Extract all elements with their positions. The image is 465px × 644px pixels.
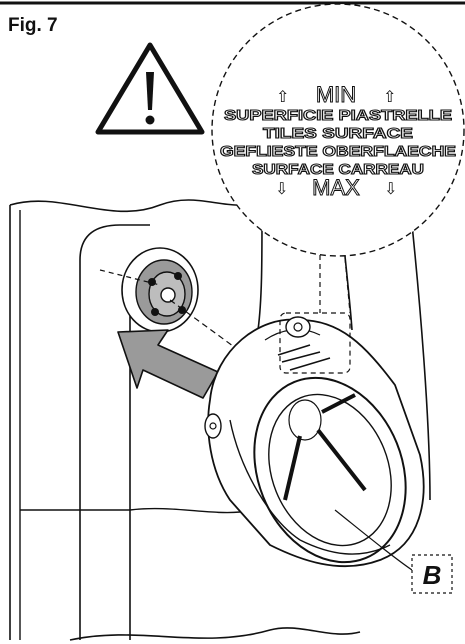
min-label: MIN (316, 82, 356, 107)
pipe (19, 210, 241, 640)
alignment-line (99, 269, 161, 286)
callout-leader (334, 509, 413, 571)
surface-label-it: SUPERFICIE PIASTRELLE (224, 107, 452, 124)
figure-label: Fig. 7 (8, 15, 58, 36)
down-arrow-icon: ⇩ (275, 179, 288, 198)
wall-outline (9, 198, 431, 641)
callout-label: B (423, 560, 442, 590)
max-label: MAX (312, 175, 360, 200)
zoom-circle (211, 3, 465, 257)
zoom-region (279, 312, 351, 374)
callout-box (411, 554, 453, 594)
surface-label-fr: SURFACE CARREAU (252, 161, 424, 178)
up-arrow-icon: ⇧ (383, 87, 396, 106)
down-arrow-icon: ⇩ (384, 179, 397, 198)
zoom-leader (344, 257, 351, 314)
pipe-fitting (121, 247, 199, 333)
insert-direction-arrow (117, 329, 219, 399)
surface-label-de: GEFLIESTE OBERFLAECHE (220, 143, 456, 160)
mounting-box (204, 316, 425, 568)
up-arrow-icon: ⇧ (276, 87, 289, 106)
warning-triangle-icon (95, 42, 205, 135)
surface-label-en: TILES SURFACE (263, 125, 413, 142)
